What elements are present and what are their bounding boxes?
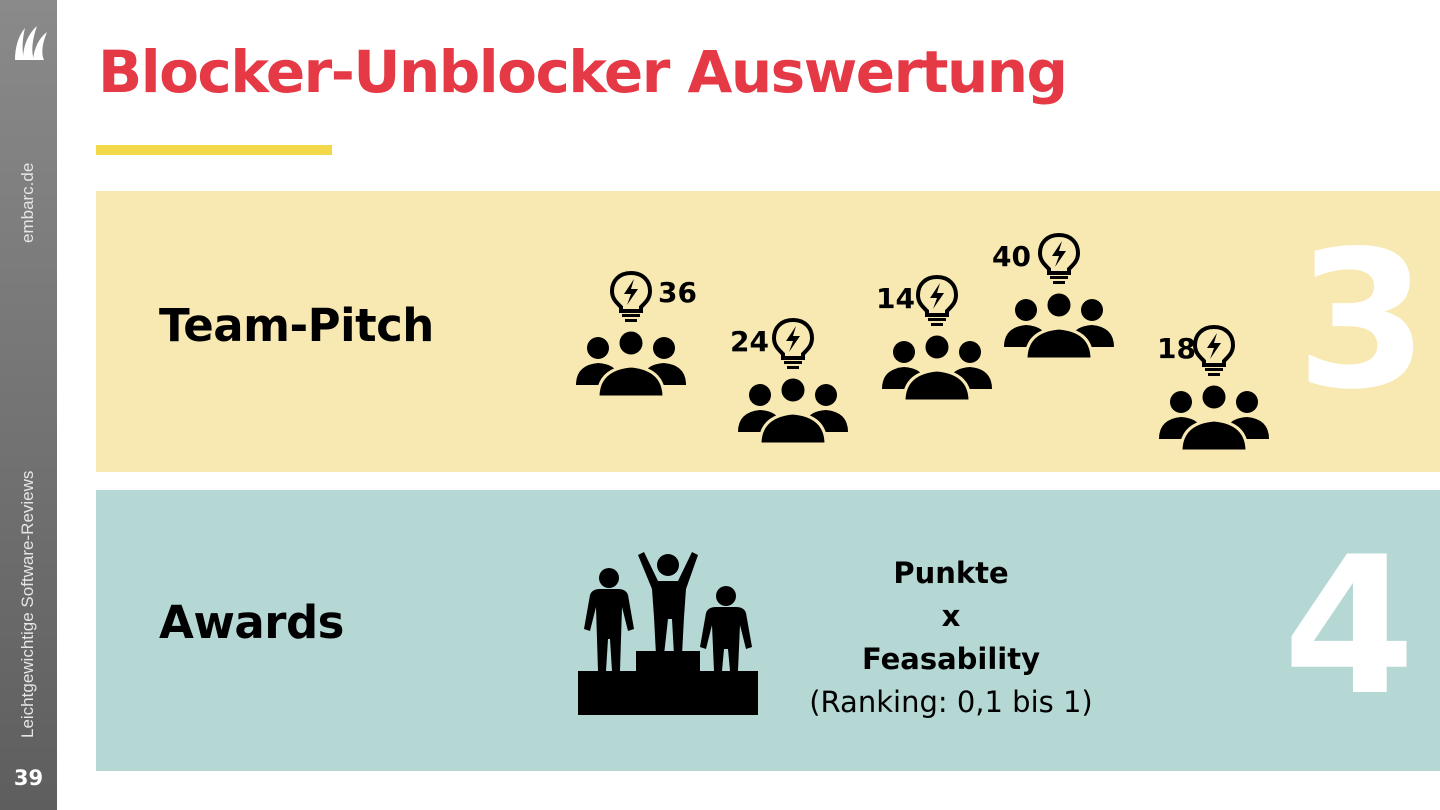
idea-bulb-icon [771,318,815,370]
team-pitch-panel: Team-Pitch 36 24 14 40 18 3 [96,191,1440,472]
formula-points: Punkte [893,556,1009,590]
winners-podium-icon [578,552,758,715]
formula-times: x [941,599,961,633]
step-number-3: 3 [1296,210,1429,431]
slide-title: Blocker-Unblocker Auswertung [98,38,1068,106]
idea-bulb-icon [1037,233,1081,285]
team-icon [882,331,992,401]
team-icon [576,327,686,397]
team-pitch-label: Team-Pitch [159,299,434,352]
tagline: Leichtgewichtige Software-Reviews [18,470,37,738]
awards-label: Awards [159,596,344,649]
team-icon [1004,289,1114,359]
website-label: embarc.de [18,162,37,243]
sidebar: embarc.de Leichtgewichtige Software-Revi… [0,0,57,810]
team-count: 36 [658,276,697,309]
team-count: 40 [992,240,1031,273]
step-number-4: 4 [1283,516,1416,737]
formula-feasability: Feasability [861,642,1041,676]
page-number: 39 [13,766,44,790]
team-count: 18 [1157,332,1196,365]
awards-panel: Awards Punkte x Feasability (Ranking: 0,… [96,490,1440,771]
team-count: 24 [730,325,769,358]
idea-bulb-icon [609,271,653,323]
sails-logo-icon [15,26,47,60]
idea-bulb-icon [915,275,959,327]
team-count: 14 [876,282,915,315]
team-icon [738,374,848,444]
formula-ranking-note: (Ranking: 0,1 bis 1) [809,685,1093,719]
idea-bulb-icon [1192,325,1236,377]
team-icon [1159,381,1269,451]
awards-formula: Punkte x Feasability (Ranking: 0,1 bis 1… [796,552,1106,724]
title-underline [96,145,332,155]
